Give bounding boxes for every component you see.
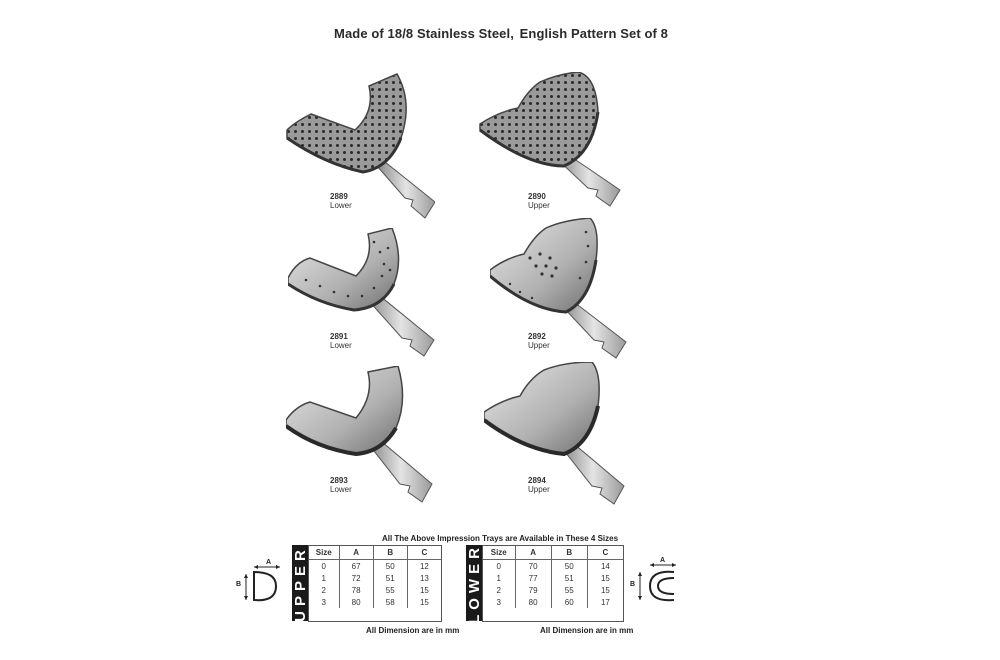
table-cell: 51	[372, 572, 408, 584]
lower-diagram-label-b: B	[630, 581, 635, 588]
tray-code: 2889	[330, 192, 348, 201]
table-cell: 17	[586, 596, 623, 608]
table-cell: 67	[338, 559, 374, 572]
tray-caption-2890: 2890 Upper	[528, 192, 550, 210]
table-cell: 0	[496, 561, 501, 571]
tray-code: 2890	[528, 192, 546, 201]
table-row: 0 70 50 14	[483, 559, 623, 572]
tray-image-2889	[286, 73, 435, 219]
tray-caption-2891: 2891 Lower	[330, 332, 352, 350]
title-set: English Pattern Set of 8	[519, 26, 668, 41]
upper-size-table: Size A B C 0 67 50 12 1 72 51 13 2 78 55…	[309, 546, 441, 608]
table-row: 3 80 60 17	[483, 596, 623, 608]
lower-dimension-diagram: A B	[630, 557, 676, 602]
table-cell: 1	[321, 573, 326, 583]
column-header-a: A	[514, 546, 552, 560]
table-cell: 80	[338, 596, 374, 608]
table-row: 2 78 55 15	[309, 584, 441, 596]
table-cell: 12	[406, 559, 441, 572]
column-header-a: A	[338, 546, 374, 560]
table-cell: 13	[406, 572, 441, 584]
tray-caption-2889: 2889 Lower	[330, 192, 352, 210]
tray-jaw: Lower	[330, 201, 352, 210]
table-cell: 77	[514, 572, 552, 584]
table-cell: 0	[321, 561, 326, 571]
lower-units-note: All Dimension are in mm	[540, 626, 634, 635]
tray-code: 2894	[528, 476, 546, 485]
upper-units-note: All Dimension are in mm	[366, 626, 460, 635]
column-header-size: Size	[309, 546, 340, 560]
table-cell: 55	[372, 584, 408, 596]
tray-code: 2891	[330, 332, 348, 341]
table-cell: 15	[586, 584, 623, 596]
tray-image-2891	[288, 228, 435, 357]
tray-jaw: Lower	[330, 485, 352, 494]
table-cell: 55	[550, 584, 588, 596]
table-cell: 3	[496, 597, 501, 607]
tray-jaw: Lower	[330, 341, 352, 350]
upper-band: UPPER	[291, 544, 309, 622]
upper-diagram-label-b: B	[236, 581, 241, 588]
table-cell: 2	[321, 585, 326, 595]
tray-image-2893	[286, 366, 433, 503]
tray-jaw: Upper	[528, 201, 550, 210]
column-header-b: B	[372, 546, 408, 560]
tray-caption-2892: 2892 Upper	[528, 332, 550, 350]
tray-image-2894	[484, 362, 625, 505]
column-header-size: Size	[483, 546, 515, 560]
table-cell: 50	[550, 559, 588, 572]
tray-jaw: Upper	[528, 485, 550, 494]
table-cell: 80	[514, 596, 552, 608]
title-material: Made of 18/8 Stainless Steel,	[334, 26, 514, 41]
table-cell: 15	[586, 572, 623, 584]
table-cell: 51	[550, 572, 588, 584]
tray-caption-2894: 2894 Upper	[528, 476, 550, 494]
tray-jaw: Upper	[528, 341, 550, 350]
upper-table-frame	[308, 545, 442, 622]
table-header-row: Size A B C	[309, 546, 441, 560]
upper-band-label: UPPER	[291, 544, 309, 622]
table-cell: 3	[321, 597, 326, 607]
lower-table-frame	[482, 545, 624, 622]
table-row: 0 67 50 12	[309, 559, 441, 572]
table-cell: 1	[496, 573, 501, 583]
page-title: Made of 18/8 Stainless Steel, English Pa…	[0, 26, 1000, 41]
table-row: 2 79 55 15	[483, 584, 623, 596]
table-row: 1 72 51 13	[309, 572, 441, 584]
table-cell: 15	[406, 584, 441, 596]
upper-diagram-label-a: A	[266, 559, 271, 566]
table-row: 3 80 58 15	[309, 596, 441, 608]
tray-caption-2893: 2893 Lower	[330, 476, 352, 494]
tray-image-2892	[490, 218, 627, 359]
table-cell: 70	[514, 559, 552, 572]
table-cell: 15	[406, 596, 441, 608]
lower-diagram-label-a: A	[660, 557, 665, 564]
table-cell: 60	[550, 596, 588, 608]
column-header-c: C	[406, 546, 441, 560]
table-cell: 79	[514, 584, 552, 596]
tray-image-2890	[479, 72, 621, 207]
lower-band-label: LOWER	[465, 542, 483, 624]
table-cell: 50	[372, 559, 408, 572]
sizes-heading: All The Above Impression Trays are Avail…	[381, 534, 619, 543]
lower-band: LOWER	[465, 542, 483, 624]
upper-dimension-diagram: A B	[236, 559, 280, 602]
tray-code: 2892	[528, 332, 546, 341]
lower-size-table: Size A B C 0 70 50 14 1 77 51 15 2 79 55…	[483, 546, 623, 608]
table-header-row: Size A B C	[483, 546, 623, 560]
table-cell: 78	[338, 584, 374, 596]
table-cell: 72	[338, 572, 374, 584]
table-row: 1 77 51 15	[483, 572, 623, 584]
table-cell: 58	[372, 596, 408, 608]
tray-code: 2893	[330, 476, 348, 485]
table-cell: 14	[586, 559, 623, 572]
column-header-c: C	[586, 546, 623, 560]
column-header-b: B	[550, 546, 588, 560]
table-cell: 2	[496, 585, 501, 595]
